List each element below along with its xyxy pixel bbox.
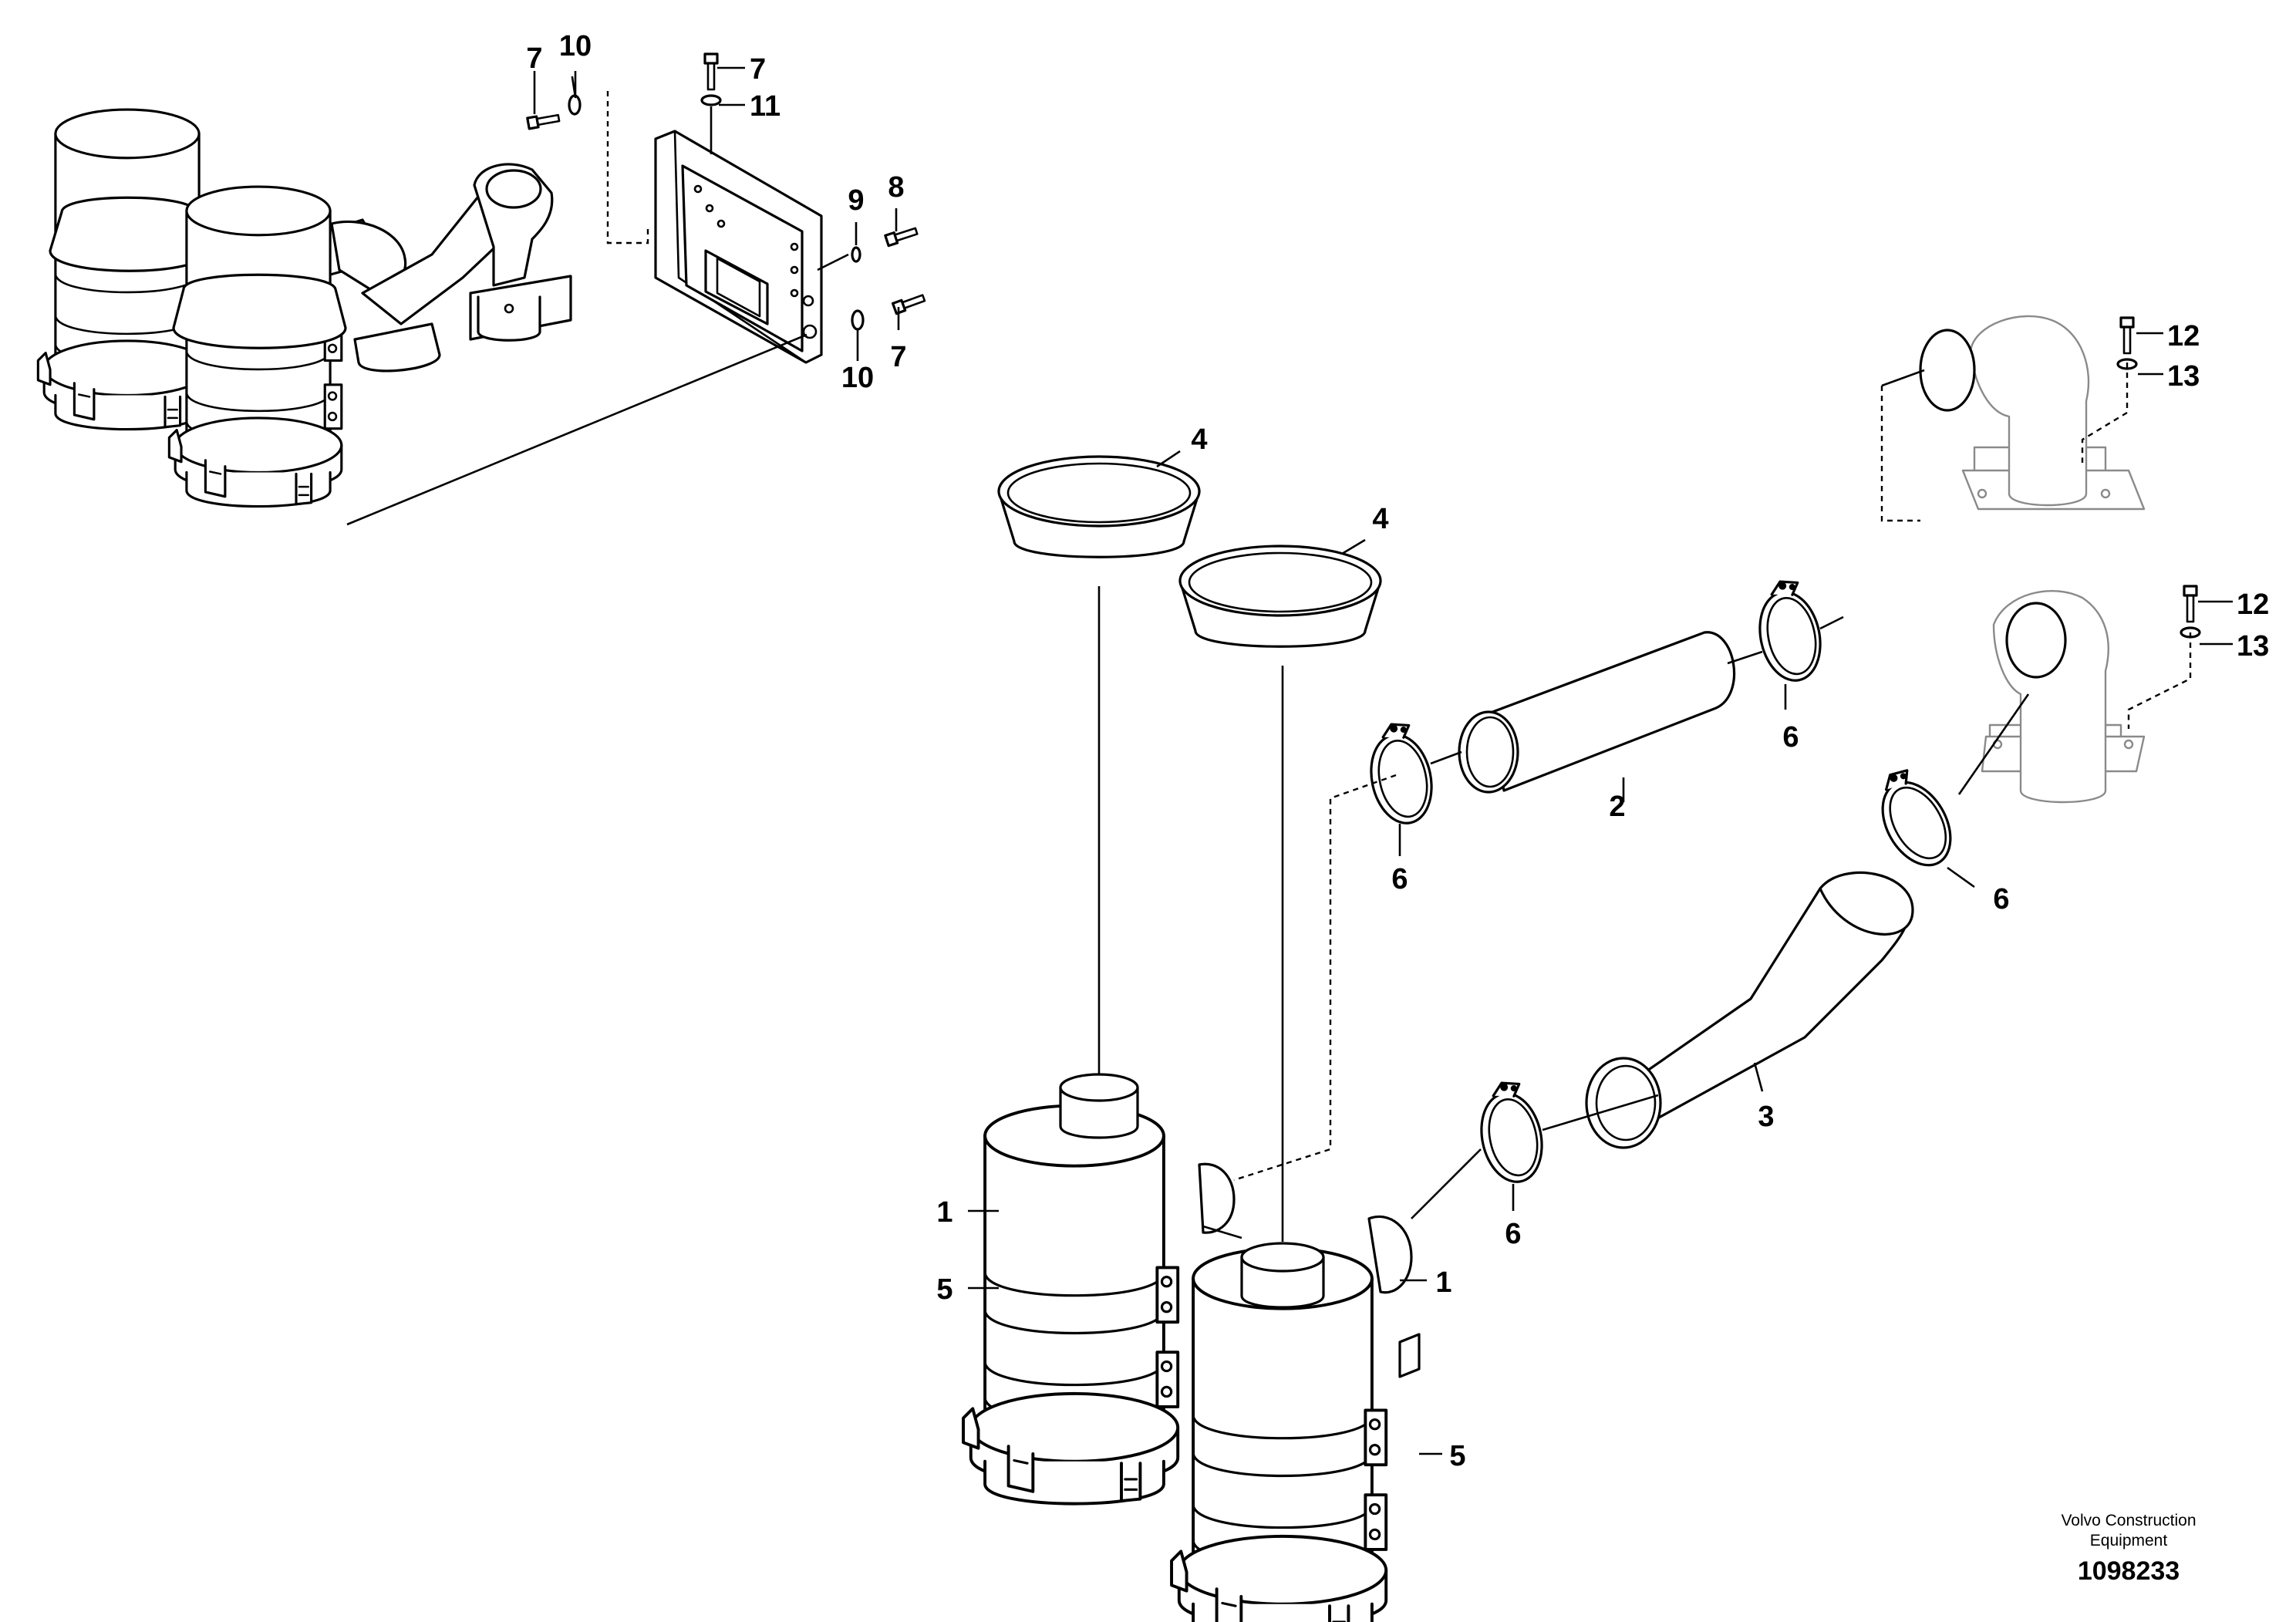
callout-label: 6	[1993, 883, 2009, 916]
callout-label: 12	[2237, 588, 2269, 621]
callout-label: 5	[936, 1273, 952, 1306]
document-number: 1098233	[2078, 1556, 2180, 1586]
assembled-view	[36, 108, 572, 508]
callout-label: 13	[2237, 630, 2269, 663]
pipe-3	[1585, 871, 1914, 1149]
callout-label: 3	[1758, 1101, 1774, 1133]
callout-label: 10	[559, 30, 592, 62]
callout-leaders	[968, 332, 2233, 1455]
callout-label: 5	[1449, 1440, 1465, 1472]
clamp-a	[1360, 717, 1441, 831]
callout-label: 7	[750, 53, 766, 86]
callout-label: 4	[1191, 423, 1207, 456]
callout-label: 7	[890, 341, 906, 373]
callout-label: 2	[1609, 791, 1625, 823]
callout-label: 12	[2167, 320, 2200, 352]
elbow-upper	[1919, 315, 2146, 511]
brand-line-2: Equipment	[2090, 1532, 2168, 1549]
callout-label: 6	[1782, 721, 1799, 754]
brand-block: Volvo Construction Equipment 1098233	[2061, 1512, 2196, 1586]
callout-numbers: 7 10 7 11 9 8 10 7 12 13 12 13 4 4 6 6 6…	[526, 30, 2269, 1472]
callout-label: 6	[1505, 1218, 1521, 1250]
callout-label: 11	[750, 90, 781, 123]
callout-label: 13	[2167, 360, 2200, 393]
lid-right	[1178, 545, 1382, 648]
callout-label: 8	[888, 171, 904, 204]
top-left-leaders	[346, 66, 900, 526]
bolt-lower-right	[2180, 585, 2201, 639]
top-left-fasteners	[526, 52, 927, 331]
callout-label: 10	[841, 362, 874, 394]
clamp-d	[1470, 1076, 1551, 1189]
clamp-c	[1862, 760, 1966, 878]
pipe-2	[1458, 631, 1736, 794]
brand-line-1: Volvo Construction	[2061, 1512, 2196, 1529]
exploded-leaders	[1202, 363, 2192, 1239]
callout-label: 1	[1435, 1266, 1451, 1299]
air-filter-left	[962, 1073, 1236, 1506]
callout-label: 7	[526, 42, 542, 75]
callout-label: 9	[848, 184, 864, 217]
callout-label: 1	[936, 1196, 952, 1229]
lid-left	[997, 455, 1201, 558]
elbow-lower	[1981, 589, 2146, 804]
air-filter-right	[1170, 1215, 1421, 1622]
callout-label: 4	[1372, 503, 1388, 535]
clamp-b	[1748, 575, 1829, 688]
bolt-upper-right	[2116, 316, 2138, 370]
callout-label: 6	[1391, 863, 1408, 895]
mounting-bracket	[654, 130, 823, 364]
